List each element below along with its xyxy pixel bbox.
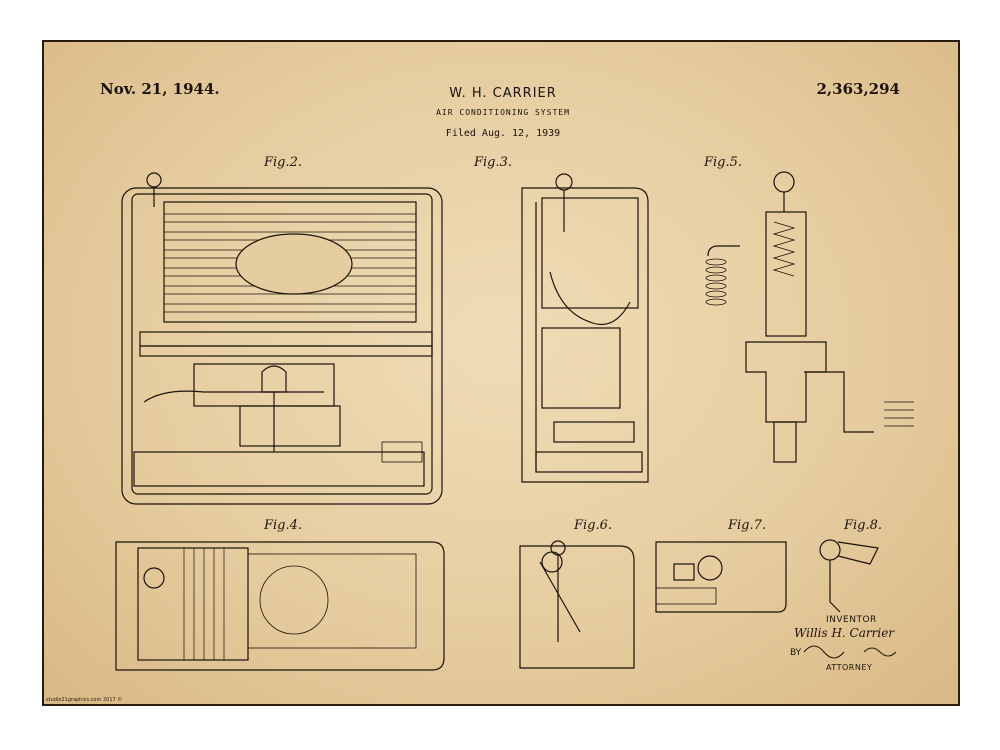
fig4-label: Fig.4. xyxy=(264,518,303,533)
inventor-signature-name: Willis H. Carrier xyxy=(794,626,895,640)
patent-date: Nov. 21, 1944. xyxy=(100,80,220,98)
attorney-label: ATTORNEY xyxy=(826,663,873,672)
fig6-drawing xyxy=(519,540,635,669)
fig4-drawing xyxy=(115,541,445,671)
fig3-label: Fig.3. xyxy=(474,155,513,170)
by-label: BY xyxy=(790,648,802,658)
patent-title: AIR CONDITIONING SYSTEM xyxy=(436,108,570,117)
fig8-label: Fig.8. xyxy=(844,518,883,533)
inventor-label: INVENTOR xyxy=(826,615,877,625)
fig6-label: Fig.6. xyxy=(574,518,613,533)
inventor-heading: W. H. CARRIER xyxy=(449,86,557,101)
fig3-drawing xyxy=(521,173,649,483)
fig8-drawing xyxy=(819,539,879,613)
fig7-drawing xyxy=(655,541,787,613)
fig2-drawing xyxy=(121,172,443,505)
patent-drawings xyxy=(115,171,914,671)
fig5-drawing xyxy=(705,171,914,463)
fig7-label: Fig.7. xyxy=(728,518,767,533)
fig2-label: Fig.2. xyxy=(264,155,303,170)
filed-date: Filed Aug. 12, 1939 xyxy=(445,128,561,139)
patent-number: 2,363,294 xyxy=(816,80,900,98)
credit-text: studio21graphics.com 2017 © xyxy=(46,697,123,703)
fig5-label: Fig.5. xyxy=(704,155,743,170)
patent-sheet: Nov. 21, 1944. 2,363,294 W. H. CARRIER A… xyxy=(42,40,960,706)
